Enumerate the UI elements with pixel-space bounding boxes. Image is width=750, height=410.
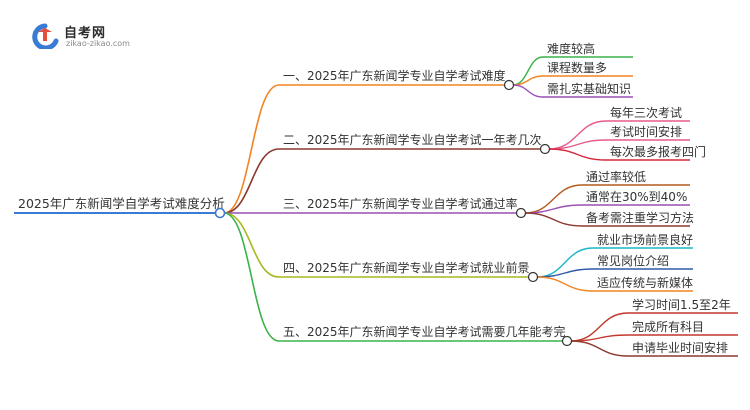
branch-connector-1 <box>503 79 515 91</box>
leaf-node-4-2[interactable]: 常见岗位介绍 <box>593 253 693 270</box>
root-connector <box>214 207 226 219</box>
branch-link-4 <box>223 212 280 278</box>
mind-map-links <box>223 56 629 357</box>
logo-title: 自考网 <box>64 26 107 41</box>
branch-link-2 <box>223 148 280 214</box>
branch-node-1[interactable]: 一、2025年广东新闻学专业自学考试难度 <box>279 68 515 91</box>
leaf-label: 需扎实基础知识 <box>547 81 631 96</box>
branch-node-5[interactable]: 五、2025年广东新闻学专业自学考试需要几年能考完 <box>279 324 573 347</box>
leaf-label: 考试时间安排 <box>610 124 682 139</box>
branch-label-1: 一、2025年广东新闻学专业自学考试难度 <box>283 68 506 83</box>
leaf-label: 申请毕业时间安排 <box>632 340 728 355</box>
site-logo[interactable]: 自考网 zikao-zikao.com <box>30 20 140 52</box>
logo-url: zikao-zikao.com <box>66 39 130 48</box>
leaf-node-1-2[interactable]: 课程数量多 <box>543 60 633 77</box>
leaf-node-5-2[interactable]: 完成所有科目 <box>628 319 738 336</box>
leaf-label: 就业市场前景良好 <box>597 232 693 247</box>
leaf-link-1-3 <box>512 84 544 98</box>
branch-label-5: 五、2025年广东新闻学专业自学考试需要几年能考完 <box>283 324 566 339</box>
leaf-label: 适应传统与新媒体 <box>597 275 693 290</box>
leaf-node-2-1[interactable]: 每年三次考试 <box>606 105 690 122</box>
branch-node-2[interactable]: 二、2025年广东新闻学专业自学考试一年考几次 <box>279 132 551 155</box>
leaf-link-3-3 <box>524 212 583 227</box>
leaf-node-3-1[interactable]: 通过率较低 <box>582 169 690 186</box>
leaf-label: 完成所有科目 <box>632 319 704 334</box>
branch-link-5 <box>223 212 280 342</box>
leaf-link-5-3 <box>570 340 629 357</box>
leaf-node-5-1[interactable]: 学习时间1.5至2年 <box>628 297 738 314</box>
leaf-label: 常见岗位介绍 <box>597 253 669 268</box>
leaf-label: 通常在30%到40% <box>586 190 687 204</box>
branch-label-3: 三、2025年广东新闻学专业自学考试通过率 <box>283 196 518 211</box>
branch-connector-3 <box>515 207 527 219</box>
branch-node-3[interactable]: 三、2025年广东新闻学专业自学考试通过率 <box>279 196 527 219</box>
logo-mark-icon <box>32 23 59 49</box>
leaf-link-2-3 <box>548 148 607 161</box>
branch-label-2: 二、2025年广东新闻学专业自学考试一年考几次 <box>283 132 542 147</box>
leaf-node-4-3[interactable]: 适应传统与新媒体 <box>593 275 693 292</box>
branch-node-4[interactable]: 四、2025年广东新闻学专业自学考试就业前景 <box>279 260 539 283</box>
branch-label-4: 四、2025年广东新闻学专业自学考试就业前景 <box>283 260 530 275</box>
leaf-label: 每年三次考试 <box>610 105 682 120</box>
leaf-link-4-3 <box>536 276 594 292</box>
leaf-node-3-2[interactable]: 通常在30%到40% <box>582 190 690 206</box>
leaf-label: 通过率较低 <box>586 169 646 184</box>
leaf-link-5-1 <box>570 312 629 342</box>
leaf-label: 难度较高 <box>547 41 595 56</box>
leaf-node-5-3[interactable]: 申请毕业时间安排 <box>628 340 738 357</box>
leaf-node-4-1[interactable]: 就业市场前景良好 <box>593 232 693 249</box>
branch-connector-4 <box>527 271 539 283</box>
leaf-node-1-1[interactable]: 难度较高 <box>543 41 633 58</box>
branch-connector-2 <box>539 143 551 155</box>
branch-link-1 <box>223 84 280 214</box>
leaf-label: 每次最多报考四门 <box>610 144 706 159</box>
leaf-label: 课程数量多 <box>547 60 607 75</box>
mind-map-nodes: 2025年广东新闻学自学考试难度分析 一、2025年广东新闻学专业自学考试难度 难度… <box>14 41 738 357</box>
root-node[interactable]: 2025年广东新闻学自学考试难度分析 <box>14 196 226 219</box>
leaf-node-1-3[interactable]: 需扎实基础知识 <box>543 81 633 98</box>
root-label: 2025年广东新闻学自学考试难度分析 <box>18 196 225 211</box>
branch-connector-5 <box>561 335 573 347</box>
leaf-link-5-2 <box>570 334 629 342</box>
leaf-node-2-2[interactable]: 考试时间安排 <box>606 124 690 141</box>
leaf-label: 学习时间1.5至2年 <box>632 297 731 312</box>
leaf-node-2-3[interactable]: 每次最多报考四门 <box>606 144 706 161</box>
leaf-label: 备考需注重学习方法 <box>586 210 694 225</box>
leaf-node-3-3[interactable]: 备考需注重学习方法 <box>582 210 694 227</box>
